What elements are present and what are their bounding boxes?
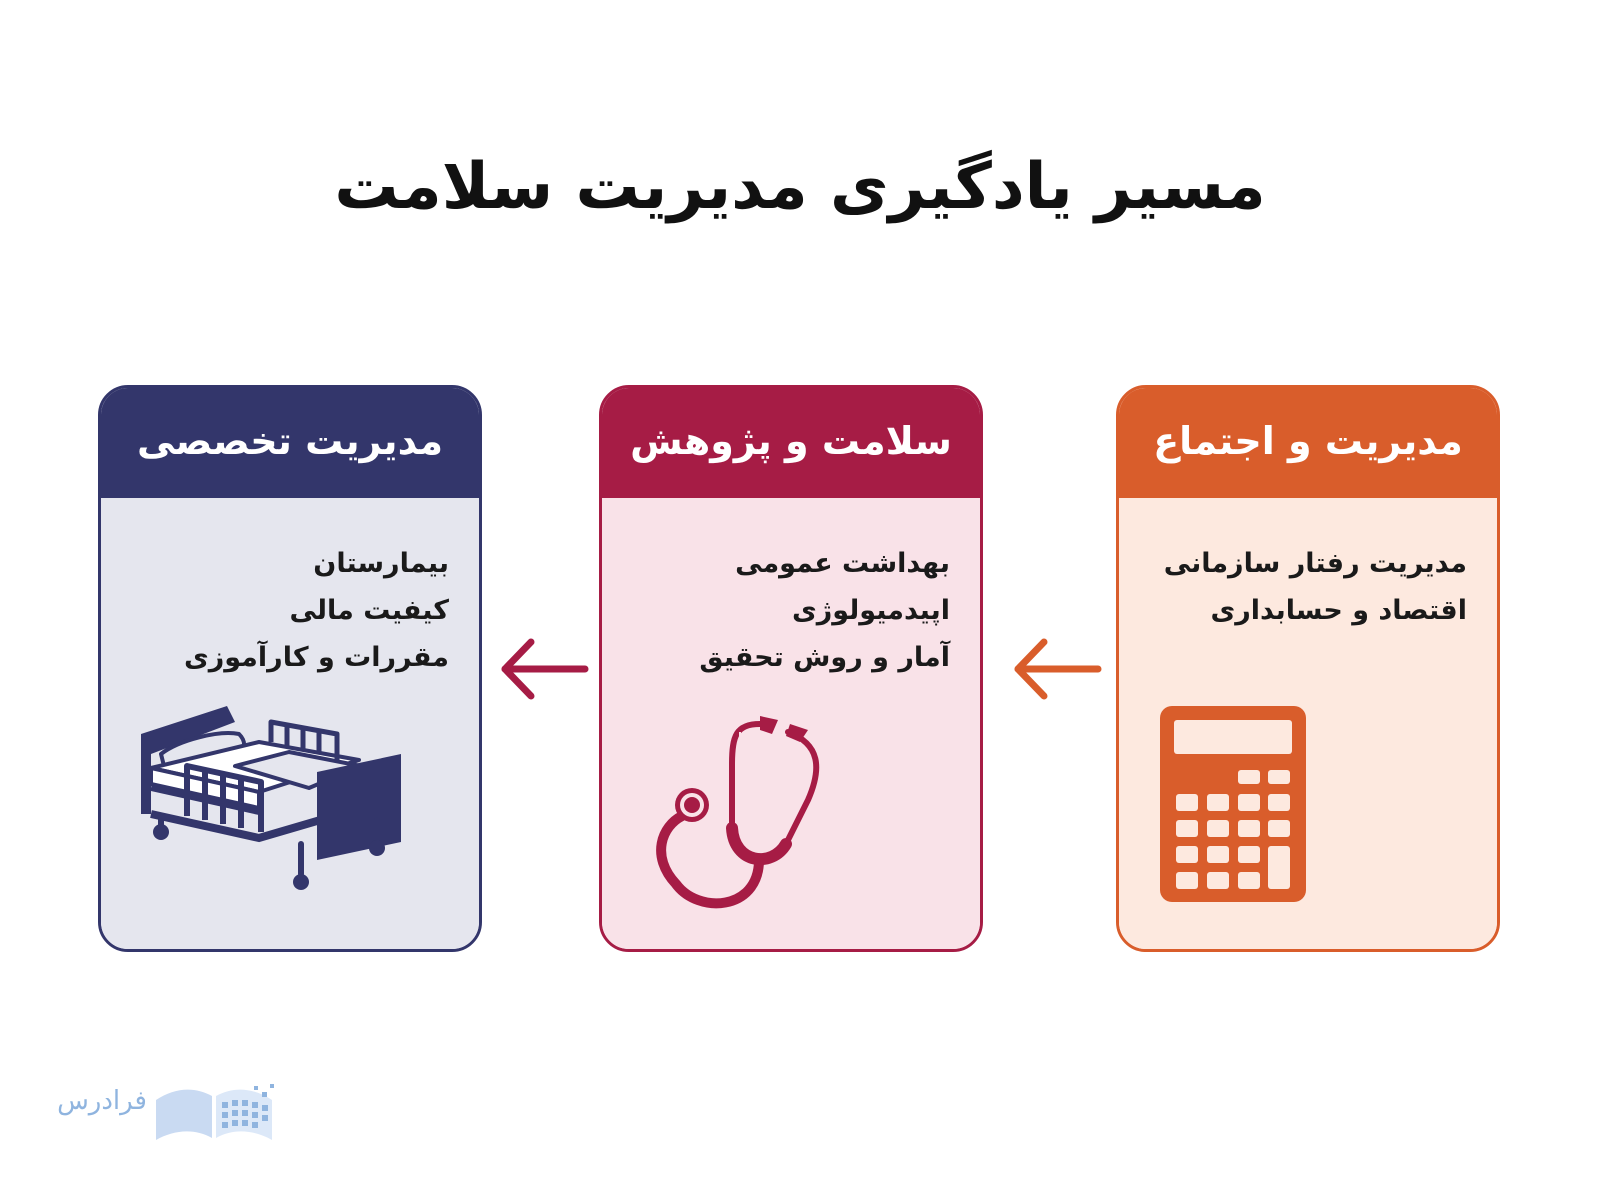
list-item: مدیریت رفتار سازمانی [1163, 548, 1467, 579]
list-item: اقتصاد و حسابداری [1210, 595, 1468, 626]
card-item-list: مدیریت رفتار سازمانی اقتصاد و حسابداری [1119, 498, 1497, 634]
list-item: اپیدمیولوژی [791, 595, 950, 626]
hospital-bed-icon [141, 706, 401, 890]
card-management-society: مدیریت و اجتماع مدیریت رفتار سازمانی اقت… [1116, 385, 1500, 952]
card-item-list: بیمارستان کیفیت مالی مقررات و کارآموزی [101, 498, 479, 681]
stethoscope-icon [656, 716, 820, 909]
arrow-left-icon [501, 638, 589, 700]
list-item: بهداشت عمومی [735, 548, 950, 579]
card-body: بهداشت عمومی اپیدمیولوژی آمار و روش تحقی… [602, 498, 980, 949]
card-body: مدیریت رفتار سازمانی اقتصاد و حسابداری [1119, 498, 1497, 949]
list-item: مقررات و کارآموزی [183, 642, 449, 673]
list-item: بیمارستان [313, 548, 449, 579]
faradars-logo: فرادرس [52, 1072, 292, 1142]
arrow-left-icon [1014, 638, 1102, 700]
card-body: بیمارستان کیفیت مالی مقررات و کارآموزی [101, 498, 479, 949]
list-item: آمار و روش تحقیق [699, 642, 950, 673]
card-specialized-management: مدیریت تخصصی بیمارستان کیفیت مالی مقررات… [98, 385, 482, 952]
card-header: سلامت و پژوهش [602, 388, 980, 498]
card-health-research: سلامت و پژوهش بهداشت عمومی اپیدمیولوژی آ… [599, 385, 983, 952]
logo-text: فرادرس [57, 1086, 147, 1116]
card-header: مدیریت و اجتماع [1119, 388, 1497, 498]
card-header: مدیریت تخصصی [101, 388, 479, 498]
open-book-icon [156, 1084, 274, 1140]
page-title: مسیر یادگیری مدیریت سلامت [334, 150, 1266, 224]
list-item: کیفیت مالی [289, 595, 449, 626]
calculator-icon [1160, 706, 1306, 902]
card-item-list: بهداشت عمومی اپیدمیولوژی آمار و روش تحقی… [602, 498, 980, 681]
